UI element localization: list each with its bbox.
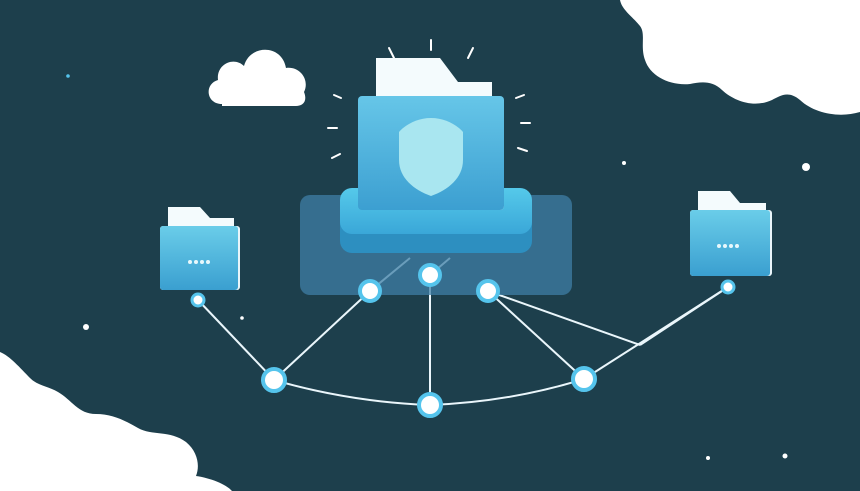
shield-icon	[399, 118, 463, 196]
cloud-top-right	[620, 0, 860, 115]
folder-icon	[690, 191, 772, 276]
glow-rays	[327, 39, 531, 159]
cloud-bottom-left	[0, 352, 232, 491]
folder-icon	[160, 207, 240, 290]
cloud-icon	[208, 49, 306, 106]
network-node-icon	[190, 263, 736, 418]
sparkle-icon	[66, 74, 810, 460]
